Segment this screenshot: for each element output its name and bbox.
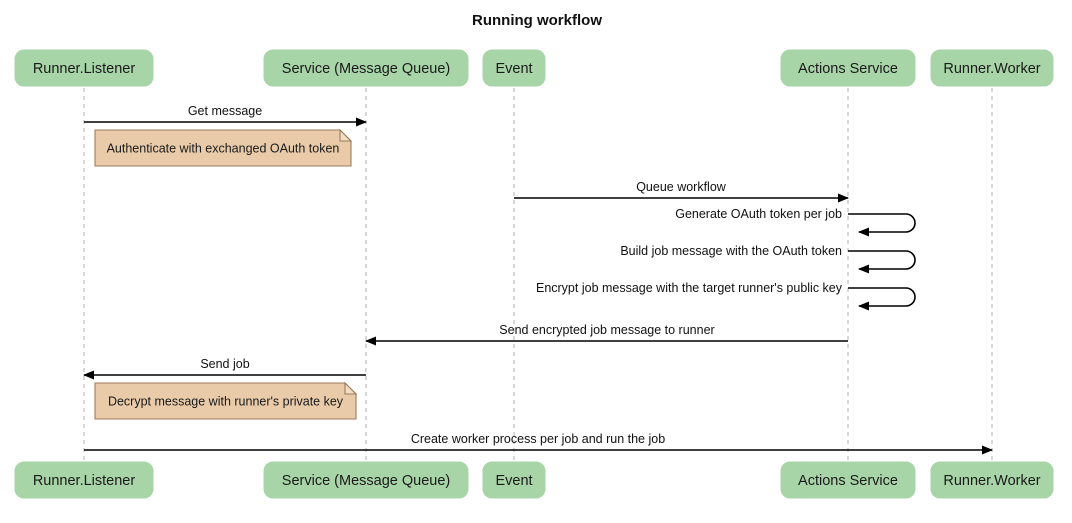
participant-box-runner-worker-top[interactable]	[930, 49, 1054, 87]
self-message-label-generate-oauth-token: Generate OAuth token per job	[675, 207, 842, 221]
participant-label-event-bottom: Event	[495, 473, 532, 489]
note-fold-corner-note-authenticate	[339, 128, 353, 142]
participant-box-actions-service-top[interactable]	[780, 49, 916, 87]
note-body-note-authenticate	[94, 129, 352, 167]
participant-label-event-top: Event	[495, 61, 532, 77]
participant-label-service-message-queue-top: Service (Message Queue)	[282, 61, 450, 77]
self-message-loop-build-job-message	[848, 250, 916, 274]
participant-label-service-message-queue-bottom: Service (Message Queue)	[282, 473, 450, 489]
message-label-send-job: Send job	[200, 357, 249, 371]
participant-box-service-message-queue-top[interactable]	[263, 49, 469, 87]
self-message-label-encrypt-job-message: Encrypt job message with the target runn…	[536, 281, 843, 295]
self-message-loop-encrypt-job-message	[848, 287, 916, 311]
diagram-title: Running workflow	[472, 12, 602, 29]
participant-label-runner-listener-top: Runner.Listener	[33, 61, 136, 77]
message-label-create-worker-process: Create worker process per job and run th…	[411, 432, 665, 446]
message-label-send-encrypted-job-message: Send encrypted job message to runner	[499, 323, 714, 337]
participant-label-actions-service-bottom: Actions Service	[798, 473, 898, 489]
participant-footers: Runner.Listener Service (Message Queue) Ev…	[14, 461, 1054, 499]
participant-box-service-message-queue-bottom[interactable]	[263, 461, 469, 499]
participant-box-runner-worker-bottom[interactable]	[930, 461, 1054, 499]
note-body-note-decrypt	[94, 382, 357, 420]
participant-box-actions-service-bottom[interactable]	[780, 461, 916, 499]
message-label-get-message: Get message	[188, 104, 262, 118]
note-label-note-authenticate: Authenticate with exchanged OAuth token	[107, 141, 340, 155]
note-label-note-decrypt: Decrypt message with runner's private ke…	[108, 394, 344, 408]
participant-label-runner-worker-top: Runner.Worker	[943, 61, 1040, 77]
self-message-label-build-job-message: Build job message with the OAuth token	[620, 244, 842, 258]
participant-box-runner-listener-bottom[interactable]	[14, 461, 154, 499]
participant-label-runner-listener-bottom: Runner.Listener	[33, 473, 136, 489]
notes-group: Authenticate with exchanged OAuth tokenD…	[94, 128, 358, 420]
participant-headers: Runner.Listener Service (Message Queue) Ev…	[14, 49, 1054, 87]
lifelines-group	[83, 88, 993, 460]
message-label-queue-workflow: Queue workflow	[636, 180, 727, 194]
participant-box-event-bottom[interactable]	[482, 461, 546, 499]
self-message-loop-generate-oauth-token	[848, 213, 916, 237]
note-fold-corner-note-decrypt	[344, 381, 358, 395]
participant-box-event-top[interactable]	[482, 49, 546, 87]
participant-label-runner-worker-bottom: Runner.Worker	[943, 473, 1040, 489]
participant-label-actions-service-top: Actions Service	[798, 61, 898, 77]
participant-box-runner-listener-top[interactable]	[14, 49, 154, 87]
